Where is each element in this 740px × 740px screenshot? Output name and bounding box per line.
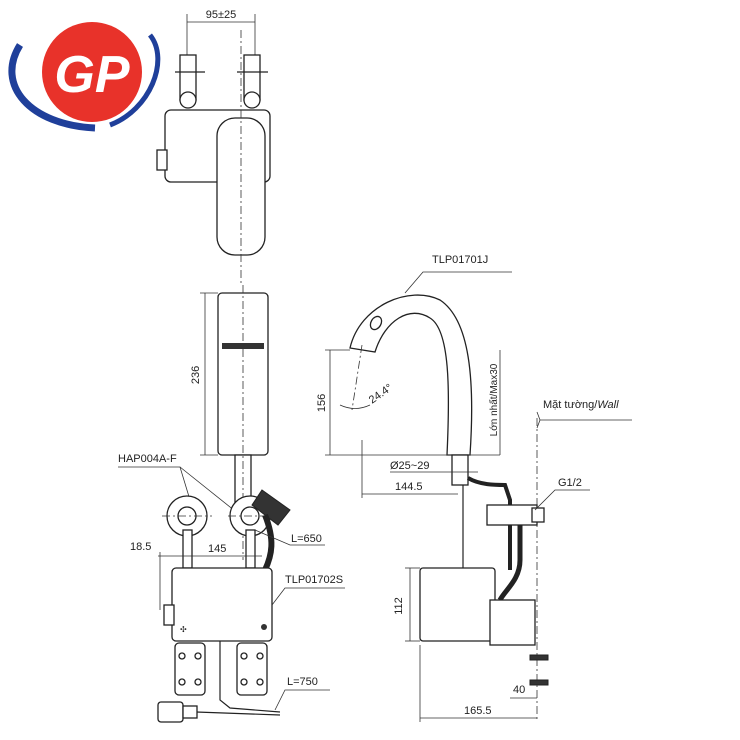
install-view: HAP004A-F 18.5 145 L=650 ✣ TLP01702S	[118, 453, 345, 723]
valve-label: HAP004A-F	[118, 453, 177, 465]
control-box-label: TLP01702S	[285, 574, 343, 586]
cable-length: L=750	[287, 676, 318, 688]
dim-box-height: 112	[393, 597, 405, 615]
top-view: 95±25	[156, 9, 271, 285]
spout-angle: 24.4°	[367, 382, 395, 407]
toto-mark: ✣	[180, 625, 187, 634]
logo-text: GP	[54, 46, 129, 104]
thread-size: G1/2	[558, 477, 582, 489]
hose-length: L=650	[291, 533, 322, 545]
dim-box-depth: 165.5	[464, 705, 492, 717]
faucet-label: TLP01701J	[432, 254, 488, 266]
dim-height: 236	[190, 366, 202, 384]
dim-spacing: 145	[208, 543, 226, 555]
dim-reach: 144.5	[395, 481, 423, 493]
hole-diameter: Ø25~29	[390, 460, 429, 472]
dim-wall-offset: 40	[513, 684, 525, 696]
dim-spout-height: 156	[316, 394, 328, 412]
wall-label: Mặt tường/Wall	[543, 399, 619, 411]
gp-logo: GP	[8, 22, 161, 132]
profile-view: TLP01701J 156 24.4° Lớn nhất/Max30 Ø25~2…	[316, 254, 632, 722]
dim-offset: 18.5	[130, 541, 151, 553]
max-thickness: Lớn nhất/Max30	[488, 363, 500, 436]
dim-width: 95±25	[206, 9, 237, 21]
